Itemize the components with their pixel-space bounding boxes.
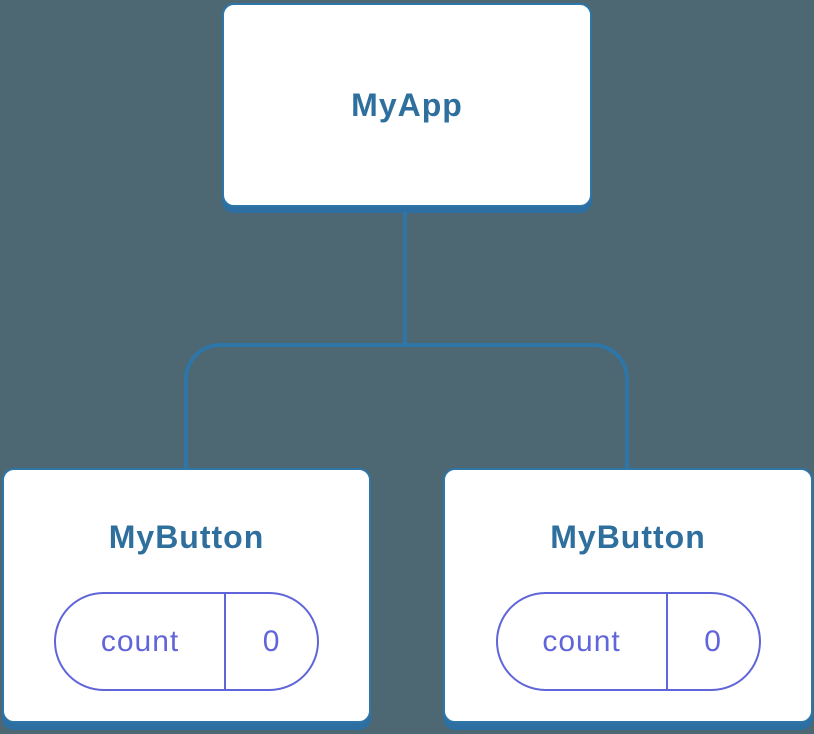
- component-label-left: MyButton: [108, 519, 265, 555]
- state-pill-right: count 0: [495, 592, 761, 691]
- component-label-root: MyApp: [351, 87, 463, 123]
- state-value-cell: 0: [668, 594, 759, 689]
- component-label-right: MyButton: [550, 519, 706, 555]
- state-pill-left: count 0: [54, 592, 319, 691]
- state-name-cell: count: [56, 594, 224, 689]
- state-name-left: count: [100, 624, 180, 658]
- state-value-cell: 0: [226, 594, 317, 689]
- state-name-cell: count: [498, 594, 666, 689]
- component-node-root: MyApp: [222, 3, 592, 207]
- state-divider: [224, 594, 227, 689]
- component-node-right: MyButton count 0: [443, 468, 813, 723]
- state-value-left: 0: [262, 624, 281, 658]
- connector-bracket-line: [184, 343, 629, 468]
- state-value-right: 0: [704, 624, 722, 658]
- state-name-right: count: [542, 624, 621, 658]
- component-node-left: MyButton count 0: [2, 468, 371, 723]
- connector-stem-line: [403, 212, 407, 345]
- state-divider: [665, 594, 668, 689]
